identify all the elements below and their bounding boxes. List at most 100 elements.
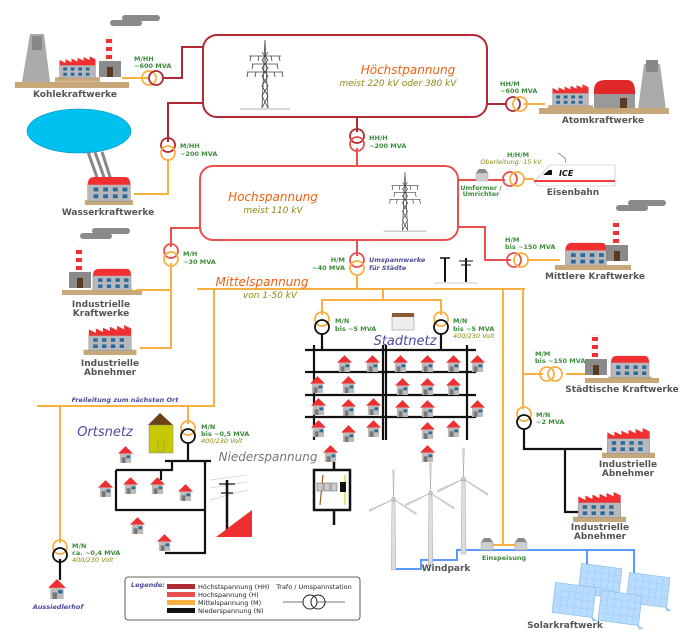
- svg-text:M/N: M/N: [453, 317, 467, 325]
- svg-text:~200 MVA: ~200 MVA: [369, 142, 406, 150]
- solar-panel-icon: [597, 589, 645, 630]
- transformer-station-icon: [312, 455, 352, 525]
- legend-item-label: Mittelspannung (M): [198, 599, 261, 607]
- utility-poles-icon: [434, 257, 478, 284]
- substation-building-icon: [391, 313, 415, 331]
- power-house-icon: [84, 176, 134, 206]
- einspeisung-label: Einspeisung: [482, 554, 527, 562]
- industrielle-abnehmer-2: Industrielle Abnehmer: [599, 427, 657, 479]
- svg-text:H/H/M: H/H/M: [507, 151, 529, 159]
- trafo-stadt-left: M/N bis ~5 MVA: [314, 311, 376, 335]
- wasserkraftwerk: Wasserkraftwerke: [26, 108, 154, 218]
- svg-text:ca. ~0,4 MVA: ca. ~0,4 MVA: [72, 549, 120, 557]
- power-pole-icon: [209, 474, 252, 537]
- house-icon: [157, 534, 172, 551]
- industrielle-abnehmer-1: Industrielle Abnehmer: [81, 324, 139, 378]
- house-icon: [123, 477, 138, 494]
- svg-text:~40 MVA: ~40 MVA: [312, 264, 345, 272]
- trafo-ind-kw: M/H ~30 MVA: [163, 243, 216, 267]
- svg-text:meist 110 kV: meist 110 kV: [243, 206, 303, 216]
- house-icon: [446, 420, 461, 437]
- svg-text:Industrielle: Industrielle: [571, 523, 629, 533]
- aussiedlerhof-label: Aussiedlerhof: [32, 603, 85, 611]
- legend-item-label: Hochspannung (H): [198, 591, 259, 599]
- m-title: Mittelspannung: [215, 275, 308, 289]
- legend-item-label: Niederspannung (N): [198, 607, 264, 615]
- atomkraftwerk: Atomkraftwerke: [539, 60, 669, 126]
- house-icon: [341, 425, 356, 442]
- svg-text:400/230 Volt: 400/230 Volt: [453, 332, 495, 340]
- house-icon: [420, 400, 435, 417]
- industrielle-abnehmer-3: Industrielle Abnehmer: [571, 491, 629, 542]
- trafo-stadt: H/M ~40 MVA Umspannwerke für Städte: [312, 252, 426, 276]
- svg-text:Industrielle: Industrielle: [72, 300, 130, 310]
- feed-in-station-icon: [514, 537, 528, 551]
- house-icon: [470, 400, 485, 417]
- factory-icon: [54, 55, 101, 83]
- svg-text:Kraftwerke: Kraftwerke: [73, 309, 129, 319]
- svg-text:Umformer /: Umformer /: [460, 184, 502, 192]
- svg-text:Atomkraftwerke: Atomkraftwerke: [562, 116, 644, 126]
- legend-item-label: Höchstspannung (HH): [198, 583, 270, 591]
- legend-trafo-label: Trafo / Umspannstation: [275, 583, 351, 591]
- smoke-icon: [80, 228, 130, 239]
- svg-text:Hochspannung: Hochspannung: [228, 190, 318, 204]
- trafo-mittlere: H/M bis ~150 MVA: [505, 236, 555, 268]
- svg-text:Industrielle: Industrielle: [599, 460, 657, 470]
- trafo-atom: HH/M ~600 MVA: [500, 80, 537, 112]
- chimney-icon: [584, 334, 608, 376]
- ortsnetz-grid: [114, 443, 211, 555]
- stadtnetz-label: Stadtnetz: [374, 334, 438, 349]
- windpark-label: Windpark: [422, 564, 472, 574]
- svg-text:400/230 Volt: 400/230 Volt: [72, 556, 114, 564]
- trafo-hh-h: HH/H ~200 MVA: [349, 128, 406, 152]
- wind-turbine-icon: [437, 447, 489, 555]
- cooling-tower-icon: [638, 64, 666, 110]
- trafo-ind-abn: M/N ~2 MVA: [516, 406, 564, 430]
- house-icon: [366, 398, 381, 415]
- legend-title: Legende:: [131, 581, 165, 589]
- svg-text:~600 MVA: ~600 MVA: [500, 87, 537, 95]
- factory-icon: [572, 491, 627, 523]
- house-icon: [98, 480, 113, 497]
- svg-text:bis ~0,5 MVA: bis ~0,5 MVA: [201, 430, 249, 438]
- svg-text:bis ~5 MVA: bis ~5 MVA: [335, 325, 376, 333]
- house-icon: [118, 446, 133, 463]
- svg-text:Umspannwerke: Umspannwerke: [369, 256, 426, 264]
- factory-icon: [601, 427, 656, 459]
- ortsnetz-building-icon: [148, 413, 174, 454]
- legend-swatch: [167, 592, 195, 597]
- hoechstspannung-box: Höchstpannung meist 220 kV oder 380 kV: [202, 34, 488, 118]
- svg-text:M/HH: M/HH: [180, 142, 200, 150]
- svg-text:Städtische Kraftwerke: Städtische Kraftwerke: [565, 385, 678, 395]
- house-icon: [365, 355, 380, 372]
- svg-text:ICE: ICE: [559, 169, 574, 178]
- house-icon: [420, 422, 435, 439]
- svg-text:bis ~150 MVA: bis ~150 MVA: [505, 243, 555, 251]
- legend-swatch: [167, 584, 195, 589]
- staedtische-kraftwerke: Städtische Kraftwerke: [565, 334, 679, 395]
- chimney-icon: [98, 36, 122, 78]
- ortsnetz-label: Ortsnetz: [77, 425, 134, 440]
- svg-text:HH/H: HH/H: [369, 134, 388, 142]
- trafo-staedtische: M/M bis ~150 MVA: [535, 350, 585, 382]
- kohlekraftwerk: Kohlekraftwerke: [15, 15, 160, 100]
- svg-text:~30 MVA: ~30 MVA: [183, 258, 216, 266]
- n-title: Niederspannung: [219, 450, 318, 464]
- house-icon: [470, 355, 485, 372]
- chimney-icon: [605, 220, 629, 262]
- converter-icon: [475, 168, 489, 182]
- cooling-tower-icon: [22, 34, 50, 82]
- house-icon: [446, 378, 461, 395]
- smoke-icon: [616, 200, 666, 211]
- freileitung-label: Freileitung zum nächsten Ort: [72, 396, 180, 404]
- feed-in-station-icon: [480, 537, 494, 551]
- house-icon: [341, 399, 356, 416]
- ice-train: ICE Eisenbahn: [533, 152, 616, 198]
- svg-text:~600 MVA: ~600 MVA: [134, 62, 171, 70]
- trafo-kohle: M/HH ~600 MVA: [134, 55, 171, 86]
- house-icon: [337, 355, 352, 372]
- svg-text:~200 MVA: ~200 MVA: [180, 150, 217, 158]
- house-icon: [395, 378, 410, 395]
